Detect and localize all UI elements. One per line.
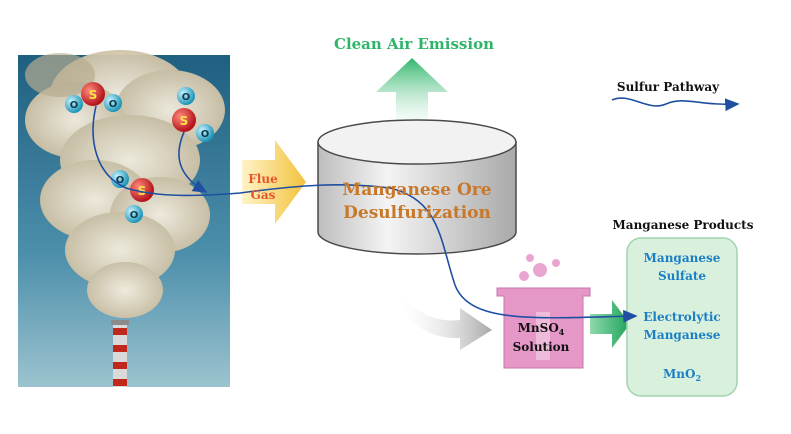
legend-sulfur-pathway-line (611, 97, 740, 112)
legend-label: Sulfur Pathway (617, 80, 720, 94)
grey-flow-arrow (392, 282, 492, 350)
oxygen-atom-label: O (109, 99, 118, 110)
product-3-sub: 2 (695, 373, 701, 383)
chimney (111, 320, 129, 387)
product-2-line2: Manganese (644, 328, 721, 342)
reactor-cylinder (317, 119, 517, 255)
oxygen-atom-label: O (70, 100, 79, 111)
products-arrow (590, 300, 630, 348)
product-3-main: MnO (663, 367, 695, 381)
sulfur-atom-label: S (89, 88, 98, 102)
so2-molecule-2: O O S (172, 87, 214, 142)
sulfur-atom-label: S (180, 114, 189, 128)
product-1-line1: Manganese (644, 251, 721, 265)
beaker-formula: MnSO4 (518, 321, 565, 337)
flue-gas-arrow (242, 140, 306, 224)
beaker-formula-sub: 4 (559, 327, 565, 337)
product-2-line1: Electrolytic (643, 310, 720, 324)
oxygen-atom-label: O (116, 175, 125, 186)
reactor-label-line2: Desulfurization (343, 203, 491, 223)
clean-air-label: Clean Air Emission (334, 35, 494, 53)
smoke-cloud (25, 50, 225, 318)
beaker-formula-main: MnSO (518, 321, 559, 335)
oxygen-atom-label: O (201, 129, 210, 140)
products-title: Manganese Products (613, 218, 754, 232)
oxygen-atom-label: O (130, 210, 139, 221)
product-1-line2: Sulfate (658, 269, 706, 283)
sulfur-pathway (92, 105, 638, 323)
reactor-label-line1: Manganese Ore (342, 180, 491, 200)
beaker (496, 254, 591, 369)
so2-molecule-1: O O S (65, 82, 122, 113)
beaker-solution-label: Solution (513, 340, 570, 354)
product-3: MnO2 (663, 367, 701, 383)
flue-gas-label-line2: Gas (251, 188, 276, 202)
oxygen-atom-label: O (182, 92, 191, 103)
flue-gas-label-line1: Flue (248, 172, 278, 186)
clean-air-arrow (376, 58, 448, 132)
smokestack-photo (18, 50, 230, 387)
